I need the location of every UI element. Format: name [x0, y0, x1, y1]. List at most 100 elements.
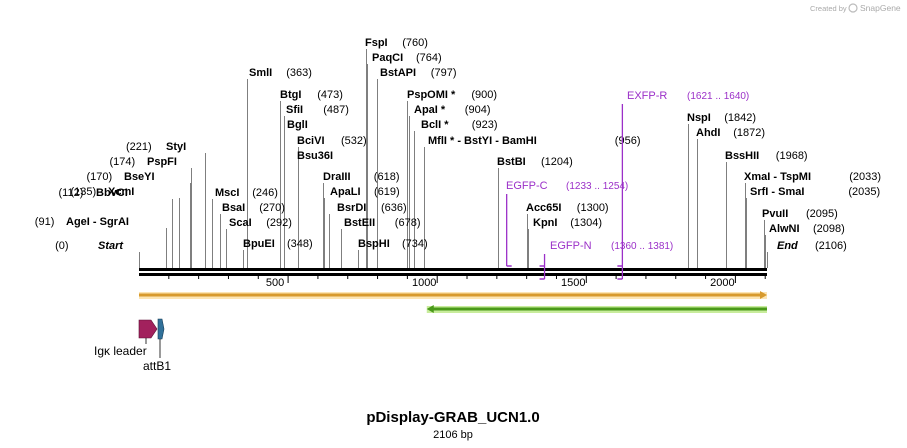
site-bstapi: BstAPI (797) — [380, 67, 456, 79]
site-name: BglI — [287, 119, 308, 131]
site-name: Acc65I — [526, 202, 561, 214]
snapgene-logo-icon — [848, 3, 858, 13]
site-position: (760) — [402, 37, 428, 49]
site-position: (1300) — [577, 202, 609, 214]
site-position: (1968) — [776, 150, 808, 162]
site-name: ScaI — [229, 217, 252, 229]
site-srfi-smai: SrfI - SmaI(2035) — [750, 186, 880, 198]
site-position: (678) — [395, 217, 421, 229]
site-position: (1304) — [570, 217, 602, 229]
site-bsteii: BstEII(678) — [344, 217, 420, 229]
site-apali: ApaLI(619) — [330, 186, 400, 198]
site-mfli-bstyi-bamhi: MflI * - BstYI - BamHI(956) — [428, 135, 640, 147]
arrow-right-icon — [760, 291, 767, 299]
site-name: SmlI — [249, 67, 272, 79]
site-name: BstBI — [497, 156, 526, 168]
site-name: Bsu36I — [297, 150, 333, 162]
ruler-tick-label: 1000 — [412, 277, 436, 289]
site-position: (112) — [59, 187, 84, 199]
ruler-tick-label: 2000 — [710, 277, 734, 289]
site-bsphi: BspHI(734) — [358, 238, 428, 250]
site-name: KpnI — [533, 217, 557, 229]
site-position: (619) — [374, 186, 400, 198]
site-name: ApaI * — [414, 104, 446, 116]
site-styi: (221)StyI — [126, 141, 186, 153]
site-scai: ScaI (292) — [229, 217, 292, 229]
site-pspomi: PspOMI * (900) — [407, 89, 497, 101]
site-position: (532) — [341, 135, 367, 147]
site-position: (1204) — [541, 156, 573, 168]
dna-backbone — [139, 268, 767, 276]
site-name: PvuII — [762, 208, 788, 220]
ruler-tick-label: 1500 — [561, 277, 585, 289]
site-end: End (2106) — [777, 240, 847, 252]
site-bgli: BglI — [287, 119, 308, 131]
site-position: (734) — [402, 238, 428, 250]
site-name: End — [777, 240, 798, 252]
site-name: BbvCI — [96, 187, 128, 199]
site-name: AgeI - SgrAI — [66, 216, 129, 228]
site-name: SfiI — [286, 104, 303, 116]
feature-arrow — [138, 319, 158, 339]
arrow-left-icon — [426, 305, 434, 313]
feature-attb1: attB1 — [143, 318, 171, 373]
site-name: MscI — [215, 187, 239, 199]
site-alwni: AlwNI(2098) — [769, 223, 845, 235]
site-position: (900) — [471, 89, 497, 101]
feature-reverse-bar — [426, 305, 767, 313]
feature-igk-leader: Igκ leader — [94, 319, 158, 358]
primer-range: (1360 .. 1381) — [611, 241, 673, 252]
site-name: PspOMI * — [407, 89, 456, 101]
feature-arrow — [157, 318, 165, 340]
site-ahdi: AhdI(1872) — [696, 127, 765, 139]
site-leader-lines — [139, 49, 768, 268]
site-position: (292) — [266, 217, 292, 229]
site-name: SrfI - SmaI — [750, 186, 804, 198]
site-position: (636) — [381, 202, 407, 214]
feature-bar — [139, 293, 761, 297]
site-name: XmaI - TspMI — [744, 171, 811, 183]
feature-label: attB1 — [143, 359, 171, 373]
site-position: (0) — [55, 240, 68, 252]
site-name: PaqCI — [372, 52, 403, 64]
site-position: (797) — [431, 67, 457, 79]
site-position: (2095) — [806, 208, 838, 220]
site-btgi: BtgI(473) — [280, 89, 343, 101]
site-name: MflI * - BstYI - BamHI — [428, 135, 537, 147]
site-name: DraIII — [323, 171, 351, 183]
primer-name: EGFP-C — [506, 180, 548, 192]
site-bbvci: (112) BbvCI — [59, 187, 128, 199]
site-name: BciVI — [297, 135, 325, 147]
primers: EXFP-R(1621 .. 1640)EGFP-C(1233 .. 1254)… — [506, 90, 749, 280]
site-pvuii: PvuII (2095) — [762, 208, 838, 220]
site-name: BstAPI — [380, 67, 416, 79]
site-bsshii: BssHII (1968) — [725, 150, 808, 162]
credit: Created by SnapGene — [810, 3, 901, 13]
feature-label: Igκ leader — [94, 344, 147, 358]
site-start: (0)Start — [55, 240, 124, 252]
site-position: (904) — [465, 104, 491, 116]
site-agei-sgrai: (91)AgeI - SgrAI — [35, 216, 129, 228]
site-name: PspFI — [147, 156, 177, 168]
site-position: (618) — [374, 171, 400, 183]
backbone-top-strand — [139, 268, 767, 271]
site-position: (246) — [252, 187, 278, 199]
credit-brand: SnapGene — [860, 3, 901, 13]
site-nspi: NspI(1842) — [687, 112, 756, 124]
site-apai: ApaI * (904) — [414, 104, 490, 116]
primer-range: (1621 .. 1640) — [687, 91, 749, 102]
site-position: (363) — [286, 67, 312, 79]
site-smli: SmlI (363) — [249, 67, 312, 79]
site-name: BssHII — [725, 150, 759, 162]
site-bsu36i: Bsu36I — [297, 150, 333, 162]
site-position: (473) — [317, 89, 343, 101]
site-name: FspI — [365, 37, 388, 49]
site-position: (2106) — [815, 240, 847, 252]
feature-forward-bar — [139, 291, 767, 299]
site-bsai: BsaI(270) — [222, 202, 285, 214]
site-xmai-tspmi: XmaI - TspMI(2033) — [744, 171, 881, 183]
plasmid-name: pDisplay-GRAB_UCN1.0 — [366, 409, 539, 426]
site-bpuei: BpuEI(348) — [243, 238, 313, 250]
